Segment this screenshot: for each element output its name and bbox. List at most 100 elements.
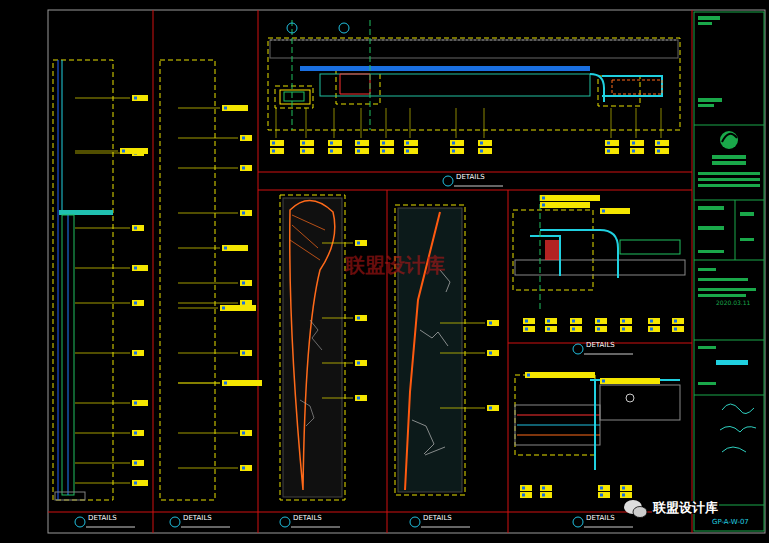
callout-tag (650, 328, 653, 331)
callout-tag (222, 105, 248, 111)
leader-line (75, 151, 118, 152)
title-underline (584, 527, 633, 528)
callout-tag (224, 382, 227, 385)
callout-tag (602, 210, 605, 213)
callout-tag (222, 307, 225, 310)
callout-tag (357, 242, 360, 245)
callout-tag (672, 326, 684, 332)
callout-tag (302, 142, 305, 145)
callout-tag (607, 150, 610, 153)
callout-tag (605, 148, 619, 154)
callout-tag (404, 140, 418, 146)
callout-tag (523, 326, 535, 332)
leader-line (178, 353, 238, 354)
callout-tag (132, 460, 144, 466)
callout-tag (134, 267, 137, 270)
callout-tag (224, 107, 227, 110)
feature-panel (398, 208, 462, 492)
watermark: 联盟设计库 (652, 501, 719, 514)
section-markers (75, 23, 633, 527)
callout-tag (242, 282, 245, 285)
company-logo (720, 131, 738, 149)
wall-section (55, 60, 113, 500)
leader-line (322, 398, 353, 399)
callout-tag (132, 95, 148, 101)
callout-tag (597, 328, 600, 331)
leader-line (178, 108, 220, 109)
callout-tag (605, 140, 619, 146)
callout-tag (598, 492, 610, 498)
callout-tag (132, 350, 144, 356)
plan-detail (270, 20, 678, 130)
callout-tag (134, 97, 137, 100)
callout-tag (620, 318, 632, 324)
section-marker (280, 517, 290, 527)
callout-tag (272, 150, 275, 153)
callout-tag (380, 140, 394, 146)
callout-tag (527, 374, 530, 377)
callout-tag (630, 140, 644, 146)
callout-tag (602, 380, 605, 383)
leader-line (178, 468, 238, 469)
callout-tag (570, 326, 582, 332)
callout-tag (597, 320, 600, 323)
leader-line (361, 108, 362, 138)
leader-line (75, 268, 130, 269)
section-marker (75, 517, 85, 527)
title-underline (454, 186, 503, 187)
watermark: 联盟设计库 (345, 255, 445, 275)
callout-tag (355, 315, 367, 321)
title-underline (584, 354, 633, 355)
callout-tag (542, 197, 545, 200)
callout-tag (600, 487, 603, 490)
leader-line (484, 108, 485, 138)
callout-tag (450, 140, 464, 146)
sheet-border (48, 10, 765, 533)
drawing-number: GP-A-W-07 (712, 519, 749, 526)
callout-tag (300, 140, 314, 146)
leader-line (75, 433, 130, 434)
leader-line (178, 383, 220, 384)
callout-tag (242, 352, 245, 355)
callout-tag (542, 487, 545, 490)
title-block-bar (716, 360, 748, 365)
callout-tag (650, 320, 653, 323)
callout-tag (355, 395, 367, 401)
callout-tag (222, 245, 248, 251)
callout-tag (540, 485, 552, 491)
callout-tag (598, 485, 610, 491)
callout-tag (522, 494, 525, 497)
callout-tag (622, 328, 625, 331)
leader-line (178, 303, 238, 304)
callout-tag (355, 360, 367, 366)
leader-line (322, 243, 353, 244)
detail-title: DETAILS (293, 515, 322, 522)
callout-tag (357, 142, 360, 145)
callout-tag (240, 350, 252, 356)
callout-tag (134, 227, 137, 230)
callout-tag (240, 210, 252, 216)
callout-tag (134, 402, 137, 405)
signature-scribble (720, 404, 756, 452)
leader-line (178, 433, 238, 434)
leader-line (661, 108, 662, 138)
callout-tag (478, 140, 492, 146)
callout-tag (242, 167, 245, 170)
callout-tag (222, 380, 262, 386)
callout-tag (525, 320, 528, 323)
callout-tag (540, 492, 552, 498)
leader-line (440, 353, 485, 354)
leader-line (178, 138, 238, 139)
title-underline (291, 527, 340, 528)
callout-tag (525, 372, 595, 378)
callout-tag (655, 148, 669, 154)
leader-line (75, 463, 130, 464)
callout-tag (622, 320, 625, 323)
callout-tag (120, 148, 148, 154)
callout-tag (357, 317, 360, 320)
callout-tag (355, 140, 369, 146)
leader-line (456, 108, 457, 138)
leader-line (75, 483, 130, 484)
callout-tag (522, 487, 525, 490)
callout-tag (132, 430, 144, 436)
